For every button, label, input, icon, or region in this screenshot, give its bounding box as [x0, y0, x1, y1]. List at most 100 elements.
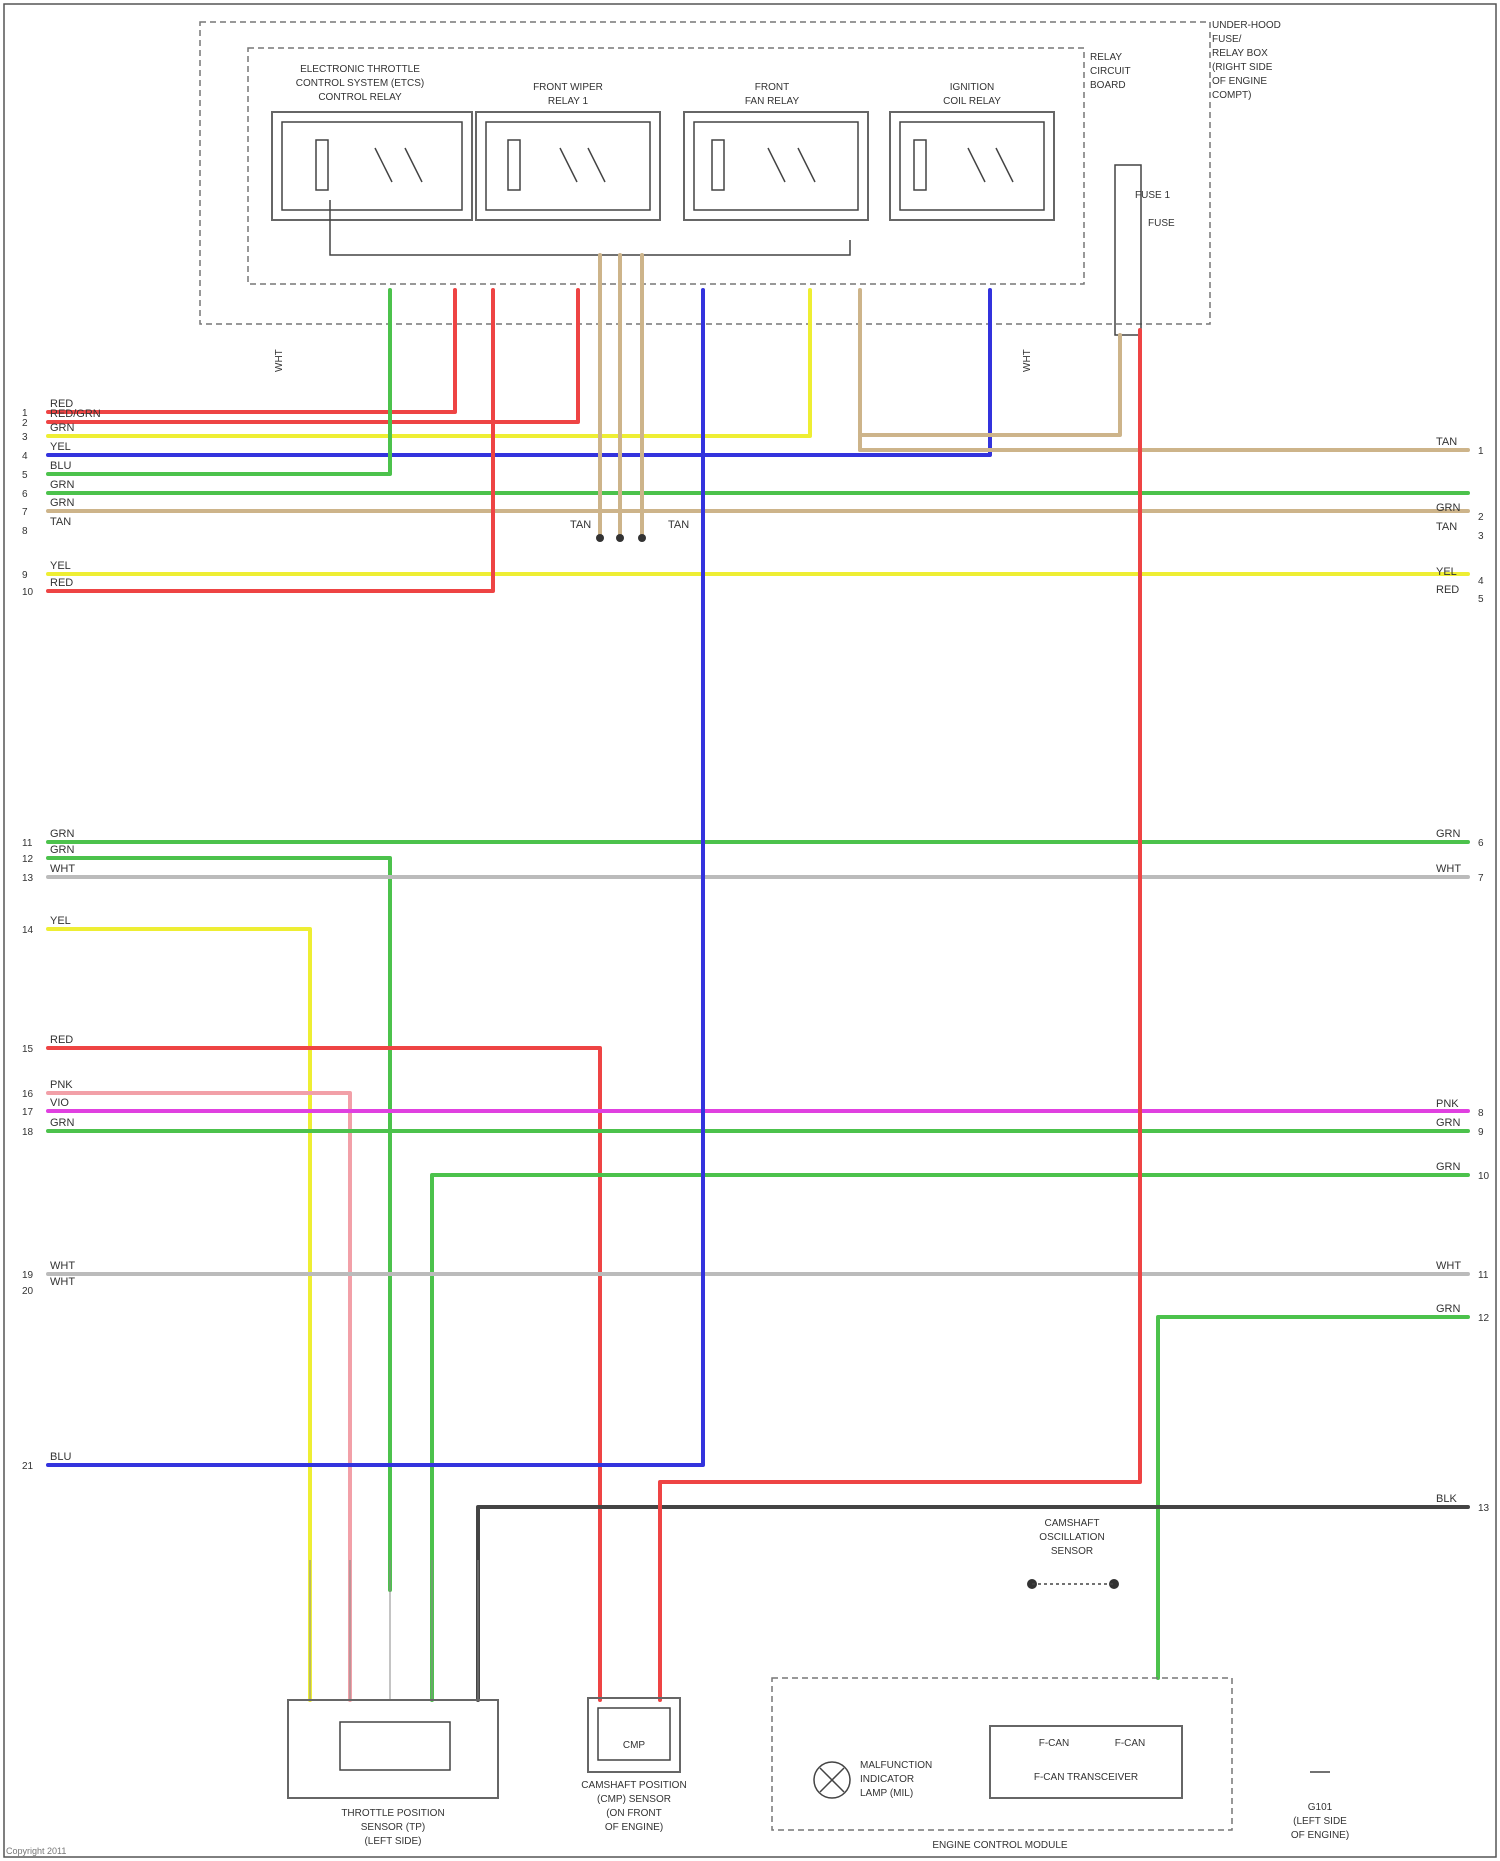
svg-text:TAN: TAN — [570, 519, 591, 531]
svg-text:F-CAN: F-CAN — [1039, 1738, 1070, 1749]
left-pin-number: 7 — [22, 507, 28, 518]
wire-segment — [48, 290, 990, 455]
left-wire-color-label: GRN — [50, 497, 75, 509]
right-pin-number: 1 — [1478, 446, 1484, 457]
wire-segment — [48, 290, 810, 436]
right-wire-color-label: WHT — [1436, 863, 1461, 875]
right-pin-number: 7 — [1478, 873, 1484, 884]
left-wire-color-label: GRN — [50, 422, 75, 434]
wire-segment — [48, 290, 455, 412]
right-pin-labels: 1TAN2GRN3TAN4YEL5RED6GRN7WHT8PNK9GRN10GR… — [1436, 436, 1490, 1514]
right-wire-color-label: RED — [1436, 584, 1459, 596]
svg-text:CAMSHAFT POSITION: CAMSHAFT POSITION — [581, 1780, 686, 1791]
svg-text:RELAY BOX: RELAY BOX — [1212, 48, 1268, 59]
left-wire-color-label: RED/GRN — [50, 408, 101, 420]
left-pin-number: 9 — [22, 570, 28, 581]
svg-text:SENSOR: SENSOR — [1051, 1546, 1093, 1557]
svg-text:(ON FRONT: (ON FRONT — [606, 1808, 662, 1819]
right-pin-number: 2 — [1478, 512, 1484, 523]
svg-text:WHT: WHT — [1022, 349, 1033, 372]
left-pin-number: 14 — [22, 925, 34, 936]
svg-text:IGNITION: IGNITION — [950, 82, 994, 93]
copyright-footer: Copyright 2011 — [6, 1846, 66, 1856]
svg-text:(LEFT SIDE: (LEFT SIDE — [1293, 1816, 1347, 1827]
right-pin-number: 11 — [1478, 1270, 1489, 1281]
svg-text:SENSOR (TP): SENSOR (TP) — [361, 1822, 425, 1833]
left-wire-color-label: GRN — [50, 1117, 75, 1129]
left-pin-number: 5 — [22, 470, 28, 481]
left-wire-color-label: GRN — [50, 479, 75, 491]
svg-text:OF ENGINE: OF ENGINE — [1212, 76, 1267, 87]
wire-segment — [48, 1048, 600, 1700]
fuse-strip: FUSE 1 FUSE — [1115, 165, 1175, 335]
left-wire-color-label: GRN — [50, 828, 75, 840]
right-wire-color-label: GRN — [1436, 1117, 1461, 1129]
svg-text:ELECTRONIC THROTTLE: ELECTRONIC THROTTLE — [300, 64, 420, 75]
etcs-control-relay: ELECTRONIC THROTTLE CONTROL SYSTEM (ETCS… — [272, 64, 472, 220]
left-pin-number: 8 — [22, 526, 28, 537]
wires — [48, 255, 1468, 1700]
left-pin-number: 3 — [22, 432, 28, 443]
right-pin-number: 12 — [1478, 1313, 1490, 1324]
top-connector-labels: WHT WHT — [274, 349, 1033, 372]
right-wire-color-label: YEL — [1436, 566, 1457, 578]
left-wire-color-label: WHT — [50, 863, 75, 875]
svg-text:CAMSHAFT: CAMSHAFT — [1045, 1518, 1100, 1529]
svg-text:CONTROL SYSTEM (ETCS): CONTROL SYSTEM (ETCS) — [296, 78, 425, 89]
left-pin-number: 12 — [22, 854, 34, 865]
svg-text:(CMP) SENSOR: (CMP) SENSOR — [597, 1794, 671, 1805]
wire-segment — [48, 1093, 350, 1700]
malfunction-indicator-lamp: MALFUNCTION INDICATOR LAMP (MIL) — [814, 1760, 932, 1799]
left-wire-color-label: WHT — [50, 1260, 75, 1272]
svg-text:LAMP (MIL): LAMP (MIL) — [860, 1788, 913, 1799]
camshaft-position-sensor: CMP CAMSHAFT POSITION (CMP) SENSOR (ON F… — [581, 1698, 686, 1833]
front-fan-relay: FRONT FAN RELAY — [684, 82, 868, 220]
right-pin-number: 3 — [1478, 531, 1484, 542]
svg-text:(RIGHT SIDE: (RIGHT SIDE — [1212, 62, 1273, 73]
svg-text:MALFUNCTION: MALFUNCTION — [860, 1760, 932, 1771]
wire-segment — [660, 330, 1140, 1700]
left-pin-number: 15 — [22, 1044, 34, 1055]
left-pin-number: 19 — [22, 1270, 34, 1281]
left-pin-number: 4 — [22, 451, 28, 462]
right-pin-number: 10 — [1478, 1171, 1490, 1182]
relay-bus — [330, 200, 850, 255]
svg-text:COIL RELAY: COIL RELAY — [943, 96, 1001, 107]
left-wire-color-label: VIO — [50, 1097, 69, 1109]
wire-segment — [48, 858, 390, 1590]
svg-text:G101: G101 — [1308, 1802, 1333, 1813]
left-pin-labels: 1RED2RED/GRN3GRN4YEL5BLU6GRN7GRN8TAN9YEL… — [22, 398, 101, 1472]
wire-segment — [48, 290, 578, 422]
wire-segment — [48, 290, 390, 474]
svg-text:(LEFT SIDE): (LEFT SIDE) — [364, 1836, 421, 1847]
svg-text:RELAY: RELAY — [1090, 52, 1122, 63]
bus-labels: TAN TAN — [570, 519, 689, 542]
relay-circuit-board-label: RELAY CIRCUIT BOARD — [1090, 52, 1131, 91]
svg-text:CIRCUIT: CIRCUIT — [1090, 66, 1131, 77]
fuse-box-label: UNDER-HOOD FUSE/ RELAY BOX (RIGHT SIDE O… — [1212, 20, 1281, 101]
left-pin-number: 17 — [22, 1107, 34, 1118]
ground-g101: G101 (LEFT SIDE OF ENGINE) — [1291, 1772, 1349, 1841]
left-wire-color-label: YEL — [50, 915, 71, 927]
right-wire-color-label: TAN — [1436, 521, 1457, 533]
left-wire-color-label: YEL — [50, 560, 71, 572]
left-wire-color-label: TAN — [50, 516, 71, 528]
right-wire-color-label: GRN — [1436, 1161, 1461, 1173]
right-pin-number: 13 — [1478, 1503, 1490, 1514]
right-wire-color-label: TAN — [1436, 436, 1457, 448]
right-wire-color-label: BLK — [1436, 1493, 1457, 1505]
right-pin-number: 5 — [1478, 594, 1484, 605]
svg-text:FRONT WIPER: FRONT WIPER — [533, 82, 603, 93]
left-wire-color-label: GRN — [50, 844, 75, 856]
left-wire-color-label: YEL — [50, 441, 71, 453]
svg-text:THROTTLE POSITION: THROTTLE POSITION — [341, 1808, 444, 1819]
left-wire-color-label: BLU — [50, 1451, 71, 1463]
svg-text:FAN RELAY: FAN RELAY — [745, 96, 800, 107]
svg-text:RELAY 1: RELAY 1 — [548, 96, 589, 107]
right-pin-number: 4 — [1478, 576, 1484, 587]
left-pin-number: 2 — [22, 418, 28, 429]
svg-text:UNDER-HOOD: UNDER-HOOD — [1212, 20, 1281, 31]
svg-text:FRONT: FRONT — [755, 82, 789, 93]
left-pin-number: 11 — [22, 838, 33, 849]
svg-text:FUSE/: FUSE/ — [1212, 34, 1242, 45]
